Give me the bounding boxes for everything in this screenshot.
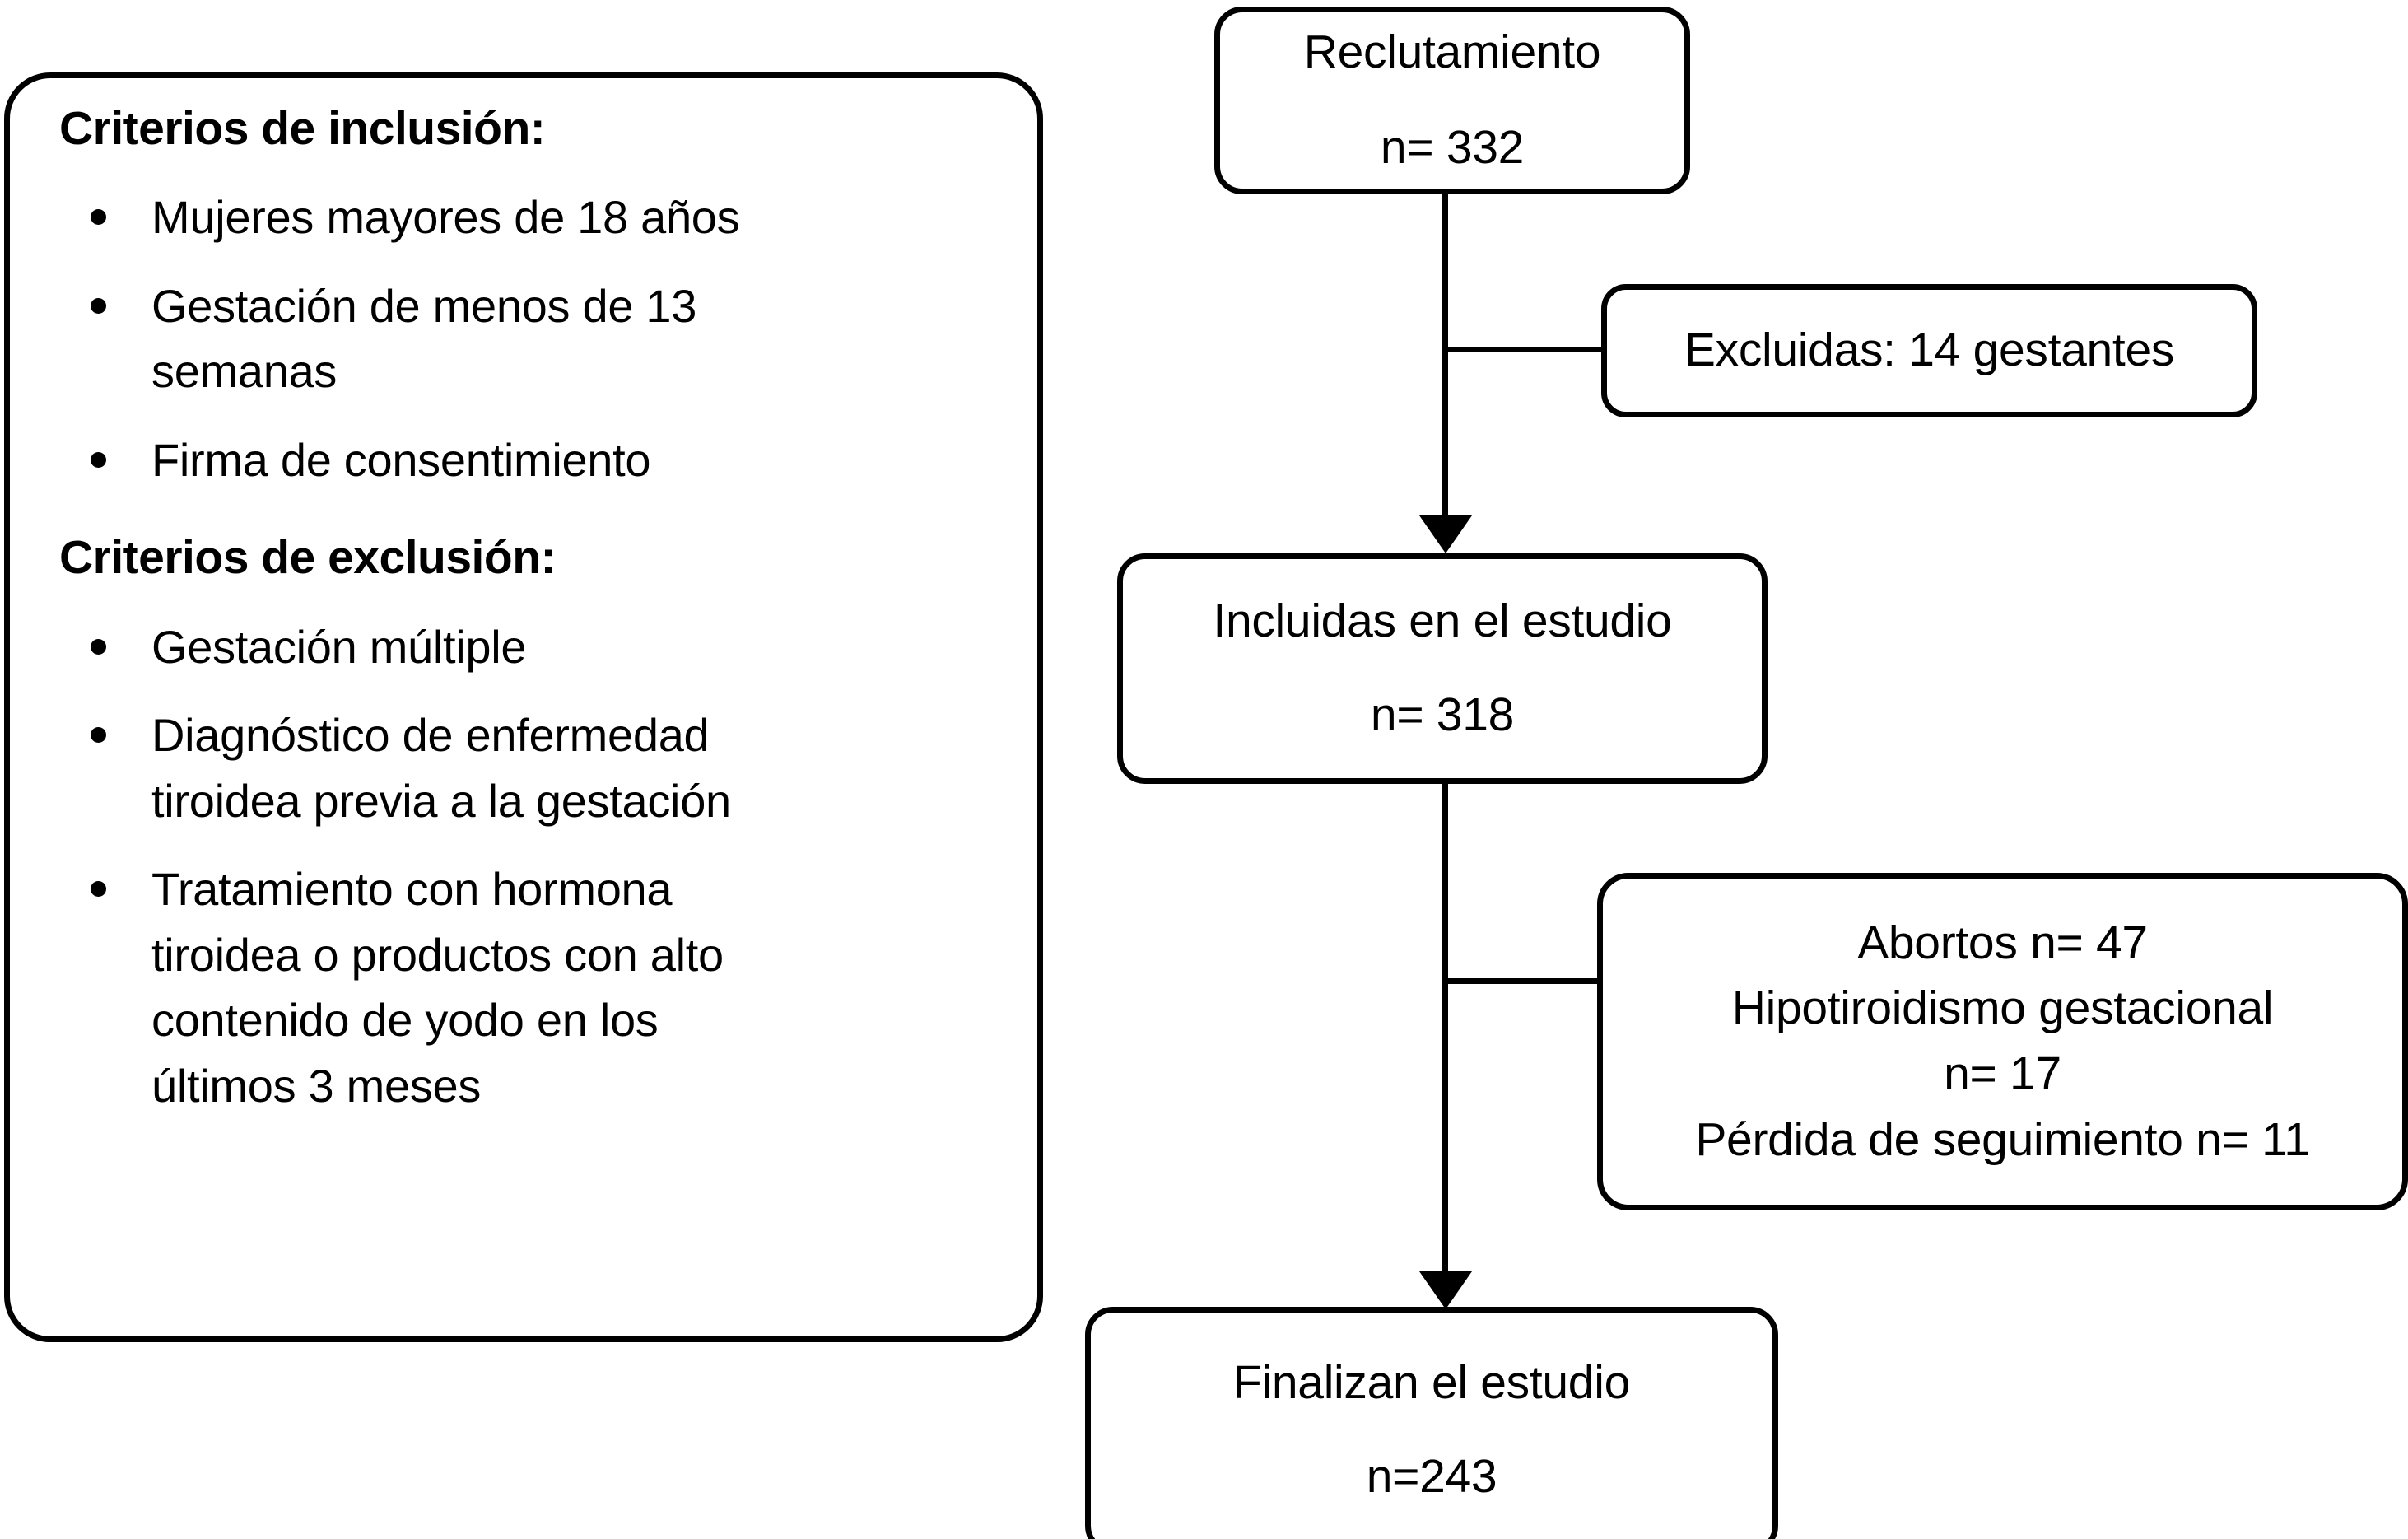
connector-branch-losses	[1442, 978, 1600, 984]
node-losses-abortions: Abortos n= 47	[1857, 916, 2148, 969]
list-item: Gestación de menos de 13 semanas	[59, 273, 1021, 404]
arrowhead-icon	[1419, 1271, 1472, 1309]
node-losses-followup: Pérdida de seguimiento n= 11	[1695, 1112, 2310, 1166]
connector-recruitment-to-included	[1442, 194, 1448, 520]
exclusion-criteria-heading: Criterios de exclusión:	[59, 531, 557, 585]
list-item-label: Firma de consentimiento	[151, 433, 651, 486]
inclusion-criteria-list: Mujeres mayores de 18 años Gestación de …	[59, 184, 1021, 492]
list-item: Mujeres mayores de 18 años	[59, 184, 1021, 250]
node-losses-hypothyroidism-count: n= 17	[1944, 1047, 2061, 1100]
node-count: n=243	[1366, 1450, 1497, 1503]
list-item: Diagnóstico de enfermedad tiroidea previ…	[59, 702, 1021, 833]
arrowhead-icon	[1419, 515, 1472, 553]
bullet-icon	[91, 638, 106, 655]
bullet-icon	[91, 209, 106, 226]
flow-node-excluded: Excluidas: 14 gestantes	[1601, 284, 2257, 417]
flow-node-recruitment: Reclutamiento n= 332	[1214, 7, 1690, 194]
criteria-panel: Criterios de inclusión: Mujeres mayores …	[4, 72, 1043, 1342]
node-count: n= 332	[1380, 121, 1525, 174]
list-item-label: Gestación múltiple	[151, 620, 527, 673]
node-title: Excluidas: 14 gestantes	[1684, 324, 2175, 377]
list-item-label: Gestación de menos de 13 semanas	[151, 279, 697, 398]
list-item-label: Mujeres mayores de 18 años	[151, 191, 740, 244]
node-title: Incluidas en el estudio	[1213, 595, 1672, 648]
flow-node-final: Finalizan el estudio n=243	[1085, 1307, 1778, 1539]
connector-included-to-final	[1442, 784, 1448, 1276]
bullet-icon	[91, 727, 106, 744]
bullet-icon	[91, 451, 106, 468]
node-count: n= 318	[1370, 688, 1515, 741]
node-title: Reclutamiento	[1303, 26, 1601, 79]
list-item-label: Tratamiento con hormona tiroidea o produ…	[151, 863, 724, 1112]
exclusion-criteria-list: Gestación múltiple Diagnóstico de enferm…	[59, 614, 1021, 1119]
node-title: Finalizan el estudio	[1233, 1356, 1630, 1410]
list-item: Gestación múltiple	[59, 614, 1021, 680]
flow-node-included: Incluidas en el estudio n= 318	[1117, 553, 1768, 784]
connector-branch-excluded	[1442, 347, 1604, 352]
node-losses-hypothyroidism: Hipotiroidismo gestacional	[1731, 982, 2274, 1035]
criteria-content: Criterios de inclusión: Mujeres mayores …	[59, 96, 1021, 1118]
list-item: Tratamiento con hormona tiroidea o produ…	[59, 856, 1021, 1118]
flow-node-losses: Abortos n= 47 Hipotiroidismo gestacional…	[1597, 873, 2408, 1210]
list-item: Firma de consentimiento	[59, 427, 1021, 493]
inclusion-criteria-heading: Criterios de inclusión:	[59, 102, 546, 155]
bullet-icon	[91, 881, 106, 898]
bullet-icon	[91, 297, 106, 314]
list-item-label: Diagnóstico de enfermedad tiroidea previ…	[151, 709, 731, 827]
